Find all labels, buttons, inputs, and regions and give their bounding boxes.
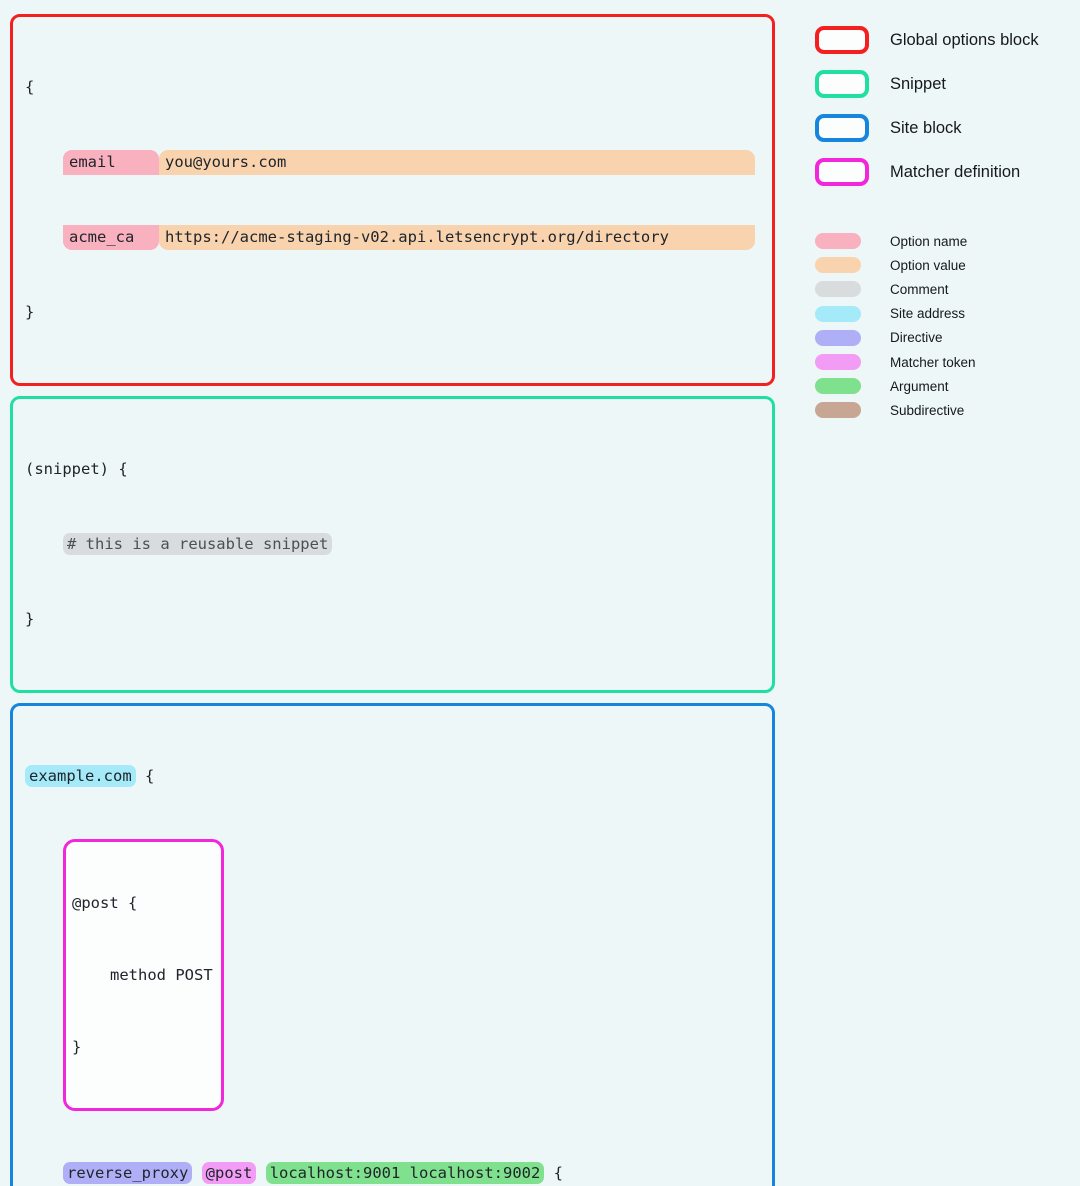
legend-outline-group: Global options block Snippet Site block … bbox=[815, 18, 1070, 194]
snippet-close-brace: } bbox=[25, 610, 35, 628]
option-value-email: you@yours.com bbox=[159, 150, 755, 175]
site-header-line: example.com { bbox=[25, 764, 762, 789]
site-block-1-body-code: reverse_proxy @post localhost:9001 local… bbox=[25, 1111, 762, 1186]
snippet-header: (snippet) { bbox=[25, 460, 128, 478]
matcher-def-line-3: } bbox=[72, 1038, 82, 1056]
space bbox=[256, 1164, 265, 1182]
legend-item-snippet: Snippet bbox=[815, 62, 1070, 106]
legend-item-directive: Directive bbox=[815, 326, 1070, 350]
option-name-acme-ca: acme_ca bbox=[63, 225, 159, 250]
legend-label-snippet: Snippet bbox=[890, 74, 946, 93]
outline-swatch-icon-blue bbox=[815, 114, 869, 142]
color-swatch-icon-option-name bbox=[815, 233, 861, 250]
legend-label-option-name: Option name bbox=[890, 233, 968, 249]
option-value-acme-ca: https://acme-staging-v02.api.letsencrypt… bbox=[159, 225, 755, 250]
global-open-brace: { bbox=[25, 78, 35, 96]
reverse-proxy-open-brace: { bbox=[553, 1164, 563, 1182]
legend-label-matcher-token: Matcher token bbox=[890, 354, 976, 370]
legend-label-directive: Directive bbox=[890, 330, 943, 346]
matcher-def-line-1: @post { bbox=[72, 894, 138, 912]
site-address-token: example.com bbox=[25, 765, 136, 787]
argument-upstreams: localhost:9001 localhost:9002 bbox=[265, 1162, 545, 1184]
outline-swatch-icon-green bbox=[815, 70, 869, 98]
color-swatch-icon-comment bbox=[815, 281, 861, 298]
site-open-brace bbox=[136, 767, 145, 785]
matcher-def-method: method POST bbox=[110, 966, 213, 984]
directive-reverse-proxy: reverse_proxy bbox=[63, 1162, 193, 1184]
legend-label-matcher-definition: Matcher definition bbox=[890, 162, 1021, 181]
color-swatch-icon-subdirective bbox=[815, 402, 861, 419]
matcher-definition-block: @post { method POST } bbox=[63, 839, 224, 1111]
matcher-definition-code: @post { method POST } bbox=[72, 843, 213, 1107]
legend-label-subdirective: Subdirective bbox=[890, 402, 965, 418]
legend-item-option-value: Option value bbox=[815, 253, 1070, 277]
site-block-example-com: example.com { @post { method POST } reve… bbox=[10, 703, 775, 1186]
color-swatch-icon-directive bbox=[815, 329, 861, 346]
global-close-brace: } bbox=[25, 303, 35, 321]
legend-item-argument: Argument bbox=[815, 374, 1070, 398]
legend-label-site-address: Site address bbox=[890, 306, 966, 322]
color-swatch-icon-argument bbox=[815, 378, 861, 395]
space bbox=[192, 1164, 201, 1182]
matcher-token-post: @post bbox=[201, 1162, 257, 1184]
option-name-email: email bbox=[63, 150, 159, 175]
legend-item-matcher-definition: Matcher definition bbox=[815, 150, 1070, 194]
snippet-comment-line: # this is a reusable snippet bbox=[25, 532, 762, 557]
matcher-def-line-2: method POST bbox=[72, 963, 213, 987]
legend-label-argument: Argument bbox=[890, 378, 949, 394]
legend-item-comment: Comment bbox=[815, 277, 1070, 301]
legend-label-site-block: Site block bbox=[890, 118, 962, 137]
legend-item-subdirective: Subdirective bbox=[815, 398, 1070, 422]
site-block-1-code: example.com { bbox=[25, 714, 762, 839]
color-swatch-icon-site-address bbox=[815, 305, 861, 322]
legend-label-option-value: Option value bbox=[890, 257, 966, 273]
legend-label-global-options-block: Global options block bbox=[890, 30, 1039, 49]
legend: Global options block Snippet Site block … bbox=[815, 18, 1070, 423]
snippet-code: (snippet) { # this is a reusable snippet… bbox=[25, 407, 762, 682]
legend-item-option-name: Option name bbox=[815, 229, 1070, 253]
color-swatch-icon-option-value bbox=[815, 257, 861, 274]
outline-swatch-icon-red bbox=[815, 26, 869, 54]
legend-color-group: Option name Option value Comment Site ad… bbox=[815, 229, 1070, 423]
outline-swatch-icon-magenta bbox=[815, 158, 869, 186]
reverse-proxy-line: reverse_proxy @post localhost:9001 local… bbox=[25, 1161, 762, 1186]
legend-item-matcher-token: Matcher token bbox=[815, 350, 1070, 374]
legend-item-site-address: Site address bbox=[815, 302, 1070, 326]
legend-label-comment: Comment bbox=[890, 281, 949, 297]
legend-item-site-block: Site block bbox=[815, 106, 1070, 150]
legend-item-global-options-block: Global options block bbox=[815, 18, 1070, 62]
snippet-block: (snippet) { # this is a reusable snippet… bbox=[10, 396, 775, 693]
comment-token: # this is a reusable snippet bbox=[63, 533, 333, 555]
space bbox=[544, 1164, 553, 1182]
color-swatch-icon-matcher-token bbox=[815, 354, 861, 371]
site-open-brace-char: { bbox=[145, 767, 155, 785]
